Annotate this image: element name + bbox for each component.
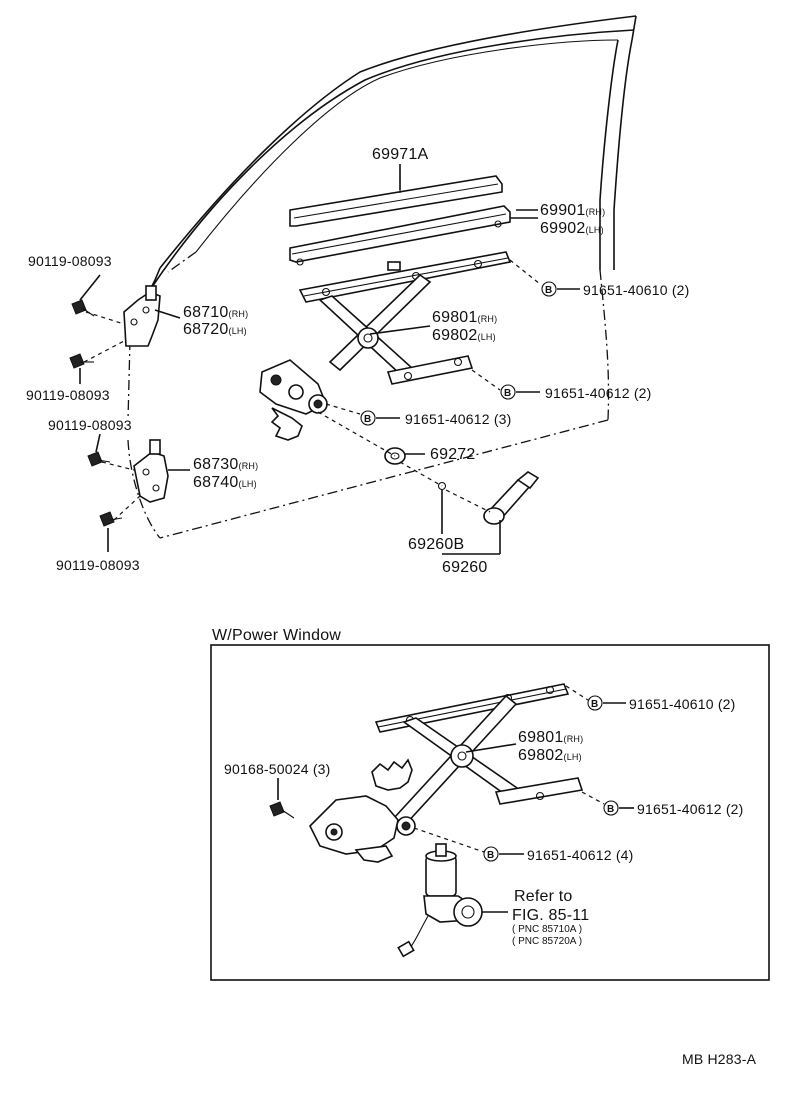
label-69802-number: 69802 xyxy=(432,327,478,344)
label-pw-69802-side: (LH) xyxy=(564,752,582,762)
b-marker-5-letter: B xyxy=(607,804,614,815)
label-91651-40610-top: 91651-40610 (2) xyxy=(583,282,690,298)
label-68720-number: 68720 xyxy=(183,321,229,338)
label-68740-side: (LH) xyxy=(239,479,257,489)
label-69902-side: (LH) xyxy=(586,225,604,235)
b-marker-2-letter: B xyxy=(504,388,511,399)
b-marker-4-letter: B xyxy=(591,699,598,710)
label-68710-side: (RH) xyxy=(229,309,249,319)
label-68710: 68710(RH) xyxy=(183,304,248,321)
label-69801-number: 69801 xyxy=(432,309,478,326)
label-pw-69801-side: (RH) xyxy=(564,734,584,744)
label-refer-to: Refer to xyxy=(514,888,573,905)
bolt-icon-4 xyxy=(99,511,123,527)
door-outline xyxy=(127,15,637,539)
bolt-icon-3 xyxy=(87,451,111,467)
label-68730-side: (RH) xyxy=(239,461,259,471)
b-marker-1: B xyxy=(541,281,557,297)
window-regulator-manual xyxy=(259,251,512,441)
b-marker-6: B xyxy=(483,846,499,862)
hinge-lower-68730 xyxy=(133,439,169,503)
label-68740-number: 68740 xyxy=(193,474,239,491)
label-69802: 69802(LH) xyxy=(432,327,496,344)
label-69901-number: 69901 xyxy=(540,202,586,219)
power-window-title: W/Power Window xyxy=(212,627,341,644)
b-marker-5: B xyxy=(603,800,619,816)
label-69260: 69260 xyxy=(442,559,488,576)
b-marker-2: B xyxy=(500,384,516,400)
label-refer-fig: FIG. 85-11 xyxy=(512,907,589,924)
window-motor-icon xyxy=(397,843,483,958)
b-marker-6-letter: B xyxy=(487,850,494,861)
label-68730: 68730(RH) xyxy=(193,456,258,473)
label-bolt-top-1: 90119-08093 xyxy=(28,253,112,269)
label-pnc-2: ( PNC 85720A ) xyxy=(512,936,582,947)
label-pw-screw: 90168-50024 (3) xyxy=(224,761,331,777)
label-69901-side: (RH) xyxy=(586,207,606,217)
label-69901: 69901(RH) xyxy=(540,202,605,219)
label-69801: 69801(RH) xyxy=(432,309,497,326)
label-69802-side: (LH) xyxy=(478,332,496,342)
label-69272: 69272 xyxy=(430,446,476,463)
window-regulator-power xyxy=(309,683,584,863)
bolt-icon-1 xyxy=(71,299,95,317)
power-window-frame xyxy=(210,644,770,981)
b-marker-3-letter: B xyxy=(364,414,371,425)
leader-lines-top xyxy=(79,164,580,555)
label-91651-40612-3: 91651-40612 (3) xyxy=(405,411,512,427)
label-pw-69802-number: 69802 xyxy=(518,747,564,764)
crank-handle-69260 xyxy=(437,471,540,525)
label-69801-side: (RH) xyxy=(478,314,498,324)
label-pw-91651-40612-2: 91651-40612 (2) xyxy=(637,801,744,817)
label-pw-69802: 69802(LH) xyxy=(518,747,582,764)
label-69902: 69902(LH) xyxy=(540,220,604,237)
hinge-upper-68710 xyxy=(123,285,161,347)
b-marker-4: B xyxy=(587,695,603,711)
label-pw-69801-number: 69801 xyxy=(518,729,564,746)
bolt-icon-2 xyxy=(69,353,94,369)
b-marker-1-letter: B xyxy=(545,285,552,296)
label-68730-number: 68730 xyxy=(193,456,239,473)
b-marker-3: B xyxy=(360,410,376,426)
label-bolt-bot-2: 90119-08093 xyxy=(56,557,140,573)
label-68720-side: (LH) xyxy=(229,326,247,336)
label-68720: 68720(LH) xyxy=(183,321,247,338)
label-69902-number: 69902 xyxy=(540,220,586,237)
label-69260B: 69260B xyxy=(408,536,464,553)
label-pw-91651-40612-4: 91651-40612 (4) xyxy=(527,847,634,863)
leader-lines-power xyxy=(277,685,634,913)
footer-code: MB H283-A xyxy=(682,1051,757,1067)
label-bolt-bot-1: 90119-08093 xyxy=(48,417,132,433)
label-pw-91651-40610: 91651-40610 (2) xyxy=(629,696,736,712)
label-68710-number: 68710 xyxy=(183,304,229,321)
label-pnc-1: ( PNC 85710A ) xyxy=(512,924,582,935)
label-68740: 68740(LH) xyxy=(193,474,257,491)
label-91651-40612-2-top: 91651-40612 (2) xyxy=(545,385,652,401)
label-69971A: 69971A xyxy=(372,146,428,163)
label-pw-69801: 69801(RH) xyxy=(518,729,583,746)
label-bolt-top-2: 90119-08093 xyxy=(26,387,110,403)
glass-channel-69901 xyxy=(289,205,511,266)
screw-icon xyxy=(269,801,295,819)
